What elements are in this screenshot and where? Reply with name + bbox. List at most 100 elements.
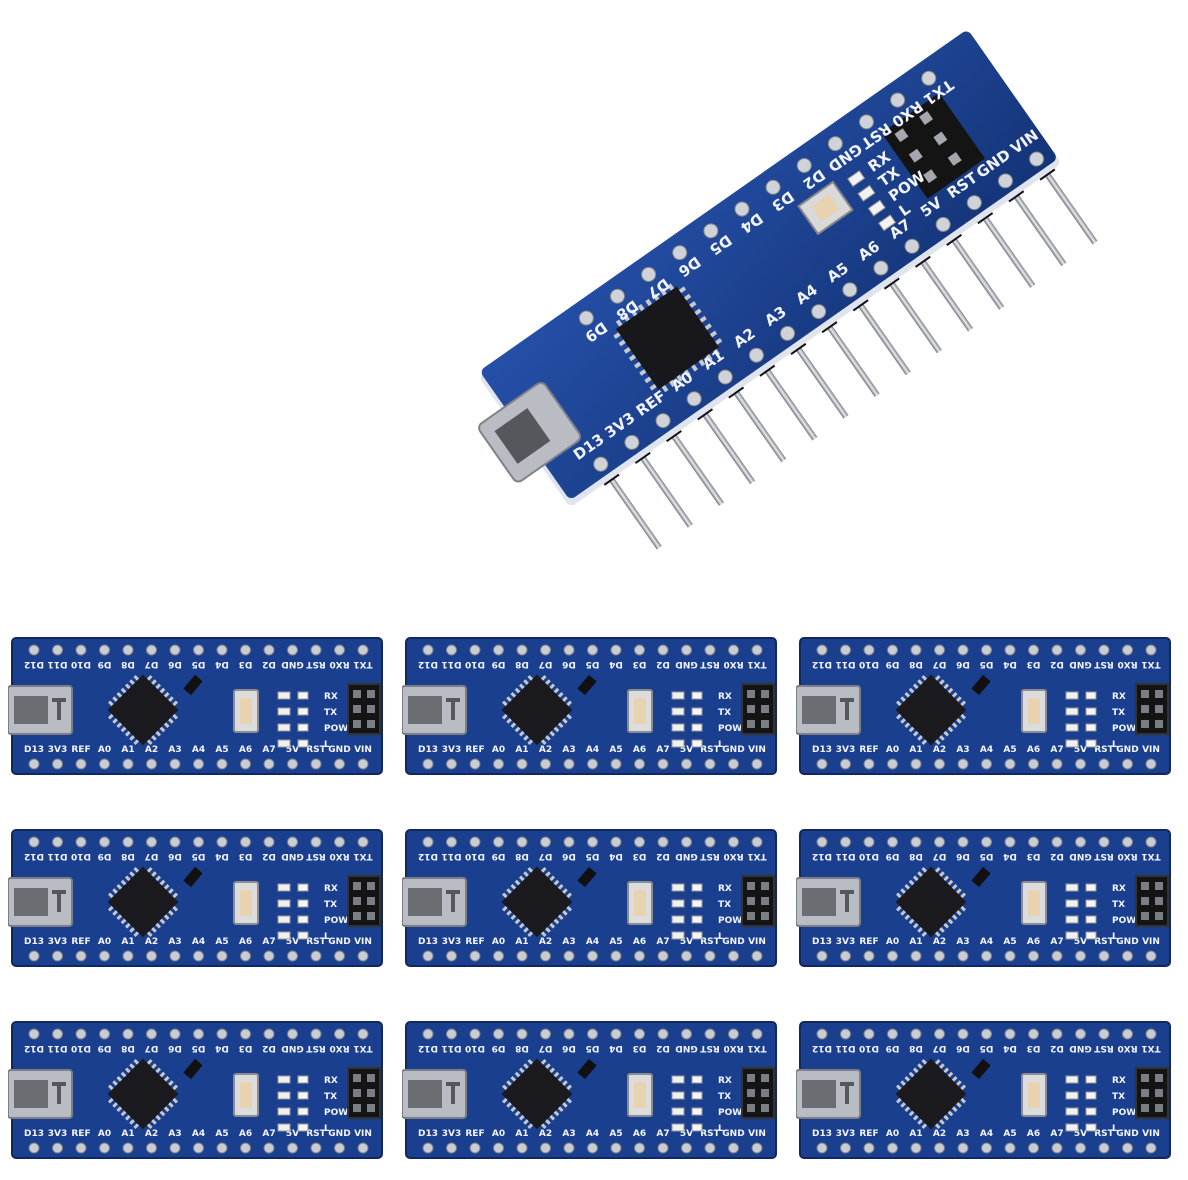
led-resistor <box>1085 723 1097 732</box>
top-pin-label: D12 <box>418 851 438 861</box>
top-pin-label: RX0 <box>723 851 743 861</box>
top-pin-pad <box>981 1028 992 1040</box>
led-resistor <box>297 723 309 732</box>
bottom-pin-label: A4 <box>192 937 205 947</box>
bottom-pin-label: VIN <box>1142 745 1160 755</box>
usb-port-detail <box>840 1082 854 1104</box>
top-pin-label: RX0 <box>329 851 349 861</box>
top-pin-label: RX0 <box>723 659 743 669</box>
bottom-pin-label: A3 <box>168 1129 181 1139</box>
top-pin-pad <box>357 836 369 848</box>
top-pin-label: D8 <box>909 659 923 669</box>
bottom-pin-label: A6 <box>1027 937 1040 947</box>
bottom-pin-pad <box>422 950 434 962</box>
bottom-pin-label: RST <box>700 745 720 755</box>
top-pin-pad <box>587 1028 598 1040</box>
bottom-pin-pad <box>28 950 40 962</box>
top-pin-label: D2 <box>656 851 670 861</box>
icsp-pin <box>1155 912 1163 920</box>
icsp-pin <box>761 690 769 698</box>
icsp-pin <box>761 912 769 920</box>
led-resistor <box>297 1075 309 1084</box>
top-pin-pad <box>751 836 763 848</box>
bottom-pin-label: REF <box>859 745 878 755</box>
status-led <box>1065 723 1079 732</box>
bottom-pin-label: RST <box>700 937 720 947</box>
top-pin-label: D9 <box>886 851 900 861</box>
top-pin-pad <box>1098 1028 1110 1040</box>
top-pin-pad <box>75 644 87 656</box>
usb-port-opening <box>802 888 836 916</box>
hero-leg-pin <box>729 385 787 463</box>
bottom-pin-label: A1 <box>909 745 922 755</box>
top-pin-label: D3 <box>1027 1043 1041 1053</box>
icsp-header <box>1135 875 1169 927</box>
icsp-pin <box>747 690 755 698</box>
top-pin-pad <box>240 1028 251 1040</box>
bottom-pin-label: A3 <box>562 1129 575 1139</box>
bottom-pin-label: A7 <box>262 1129 275 1139</box>
usb-port-opening <box>14 1080 48 1108</box>
bottom-pin-pad <box>957 950 969 962</box>
status-led <box>277 1107 291 1116</box>
icsp-header <box>741 875 775 927</box>
top-pin-pad <box>540 644 551 656</box>
bottom-pin-label: GND <box>1116 745 1138 755</box>
usb-port-detail <box>840 890 854 912</box>
hero-leg-pin <box>1009 188 1067 267</box>
bottom-pin-label: A2 <box>145 937 158 947</box>
led-resistor <box>1085 739 1097 748</box>
icsp-pin <box>761 897 769 905</box>
bottom-pin-label: RST <box>306 937 326 947</box>
top-pin-pad <box>1122 644 1133 656</box>
bottom-pin-pad <box>840 758 851 770</box>
status-led <box>671 707 685 716</box>
hero-icsp-pin <box>908 148 923 163</box>
bottom-pin-pad <box>563 950 575 962</box>
bottom-pin-pad <box>816 1142 828 1154</box>
bottom-pin-pad <box>1051 758 1063 770</box>
top-pin-pad <box>334 1028 345 1040</box>
bottom-pin-label: GND <box>722 1129 744 1139</box>
top-pin-label: D11 <box>836 1043 856 1053</box>
bottom-pin-label: A1 <box>121 745 134 755</box>
bottom-pin-label: VIN <box>354 745 372 755</box>
bottom-pin-pad <box>422 758 434 770</box>
top-pin-pad <box>1145 644 1157 656</box>
led-resistor <box>297 1107 309 1116</box>
bottom-pin-pad <box>610 758 622 770</box>
top-pin-pad <box>887 836 898 848</box>
status-led <box>1065 739 1079 748</box>
bottom-pin-pad <box>216 950 228 962</box>
bottom-pin-pad <box>934 758 945 770</box>
bottom-pin-pad <box>657 950 669 962</box>
bottom-pin-pad <box>1122 950 1133 962</box>
led-resistor <box>1085 1123 1097 1132</box>
top-pin-pad <box>563 644 575 656</box>
bottom-pin-pad <box>910 1142 922 1154</box>
bottom-pin-pad <box>840 950 851 962</box>
bottom-pin-label: A7 <box>1050 1129 1063 1139</box>
top-pin-pad <box>169 644 181 656</box>
bottom-pin-label: A0 <box>492 745 505 755</box>
bottom-pin-label: GND <box>328 1129 350 1139</box>
top-pin-label: GND <box>281 851 303 861</box>
top-pin-label: TX1 <box>747 1043 766 1053</box>
hero-leg-pin <box>636 450 693 528</box>
top-pin-label: D11 <box>836 851 856 861</box>
led-resistor <box>691 899 703 908</box>
top-pin-label: RST <box>1093 851 1113 861</box>
bottom-pin-label: REF <box>859 1129 878 1139</box>
bottom-pin-pad <box>516 758 528 770</box>
bottom-pin-label: 5V <box>286 745 299 755</box>
bottom-pin-pad <box>751 1142 763 1154</box>
icsp-pin <box>1141 897 1149 905</box>
bottom-pin-pad <box>957 1142 969 1154</box>
top-pin-label: D12 <box>812 1043 832 1053</box>
top-pin-label: D10 <box>465 1043 485 1053</box>
top-pin-label: D7 <box>145 1043 159 1053</box>
bottom-pin-pad <box>1051 1142 1063 1154</box>
led-resistor <box>297 931 309 940</box>
